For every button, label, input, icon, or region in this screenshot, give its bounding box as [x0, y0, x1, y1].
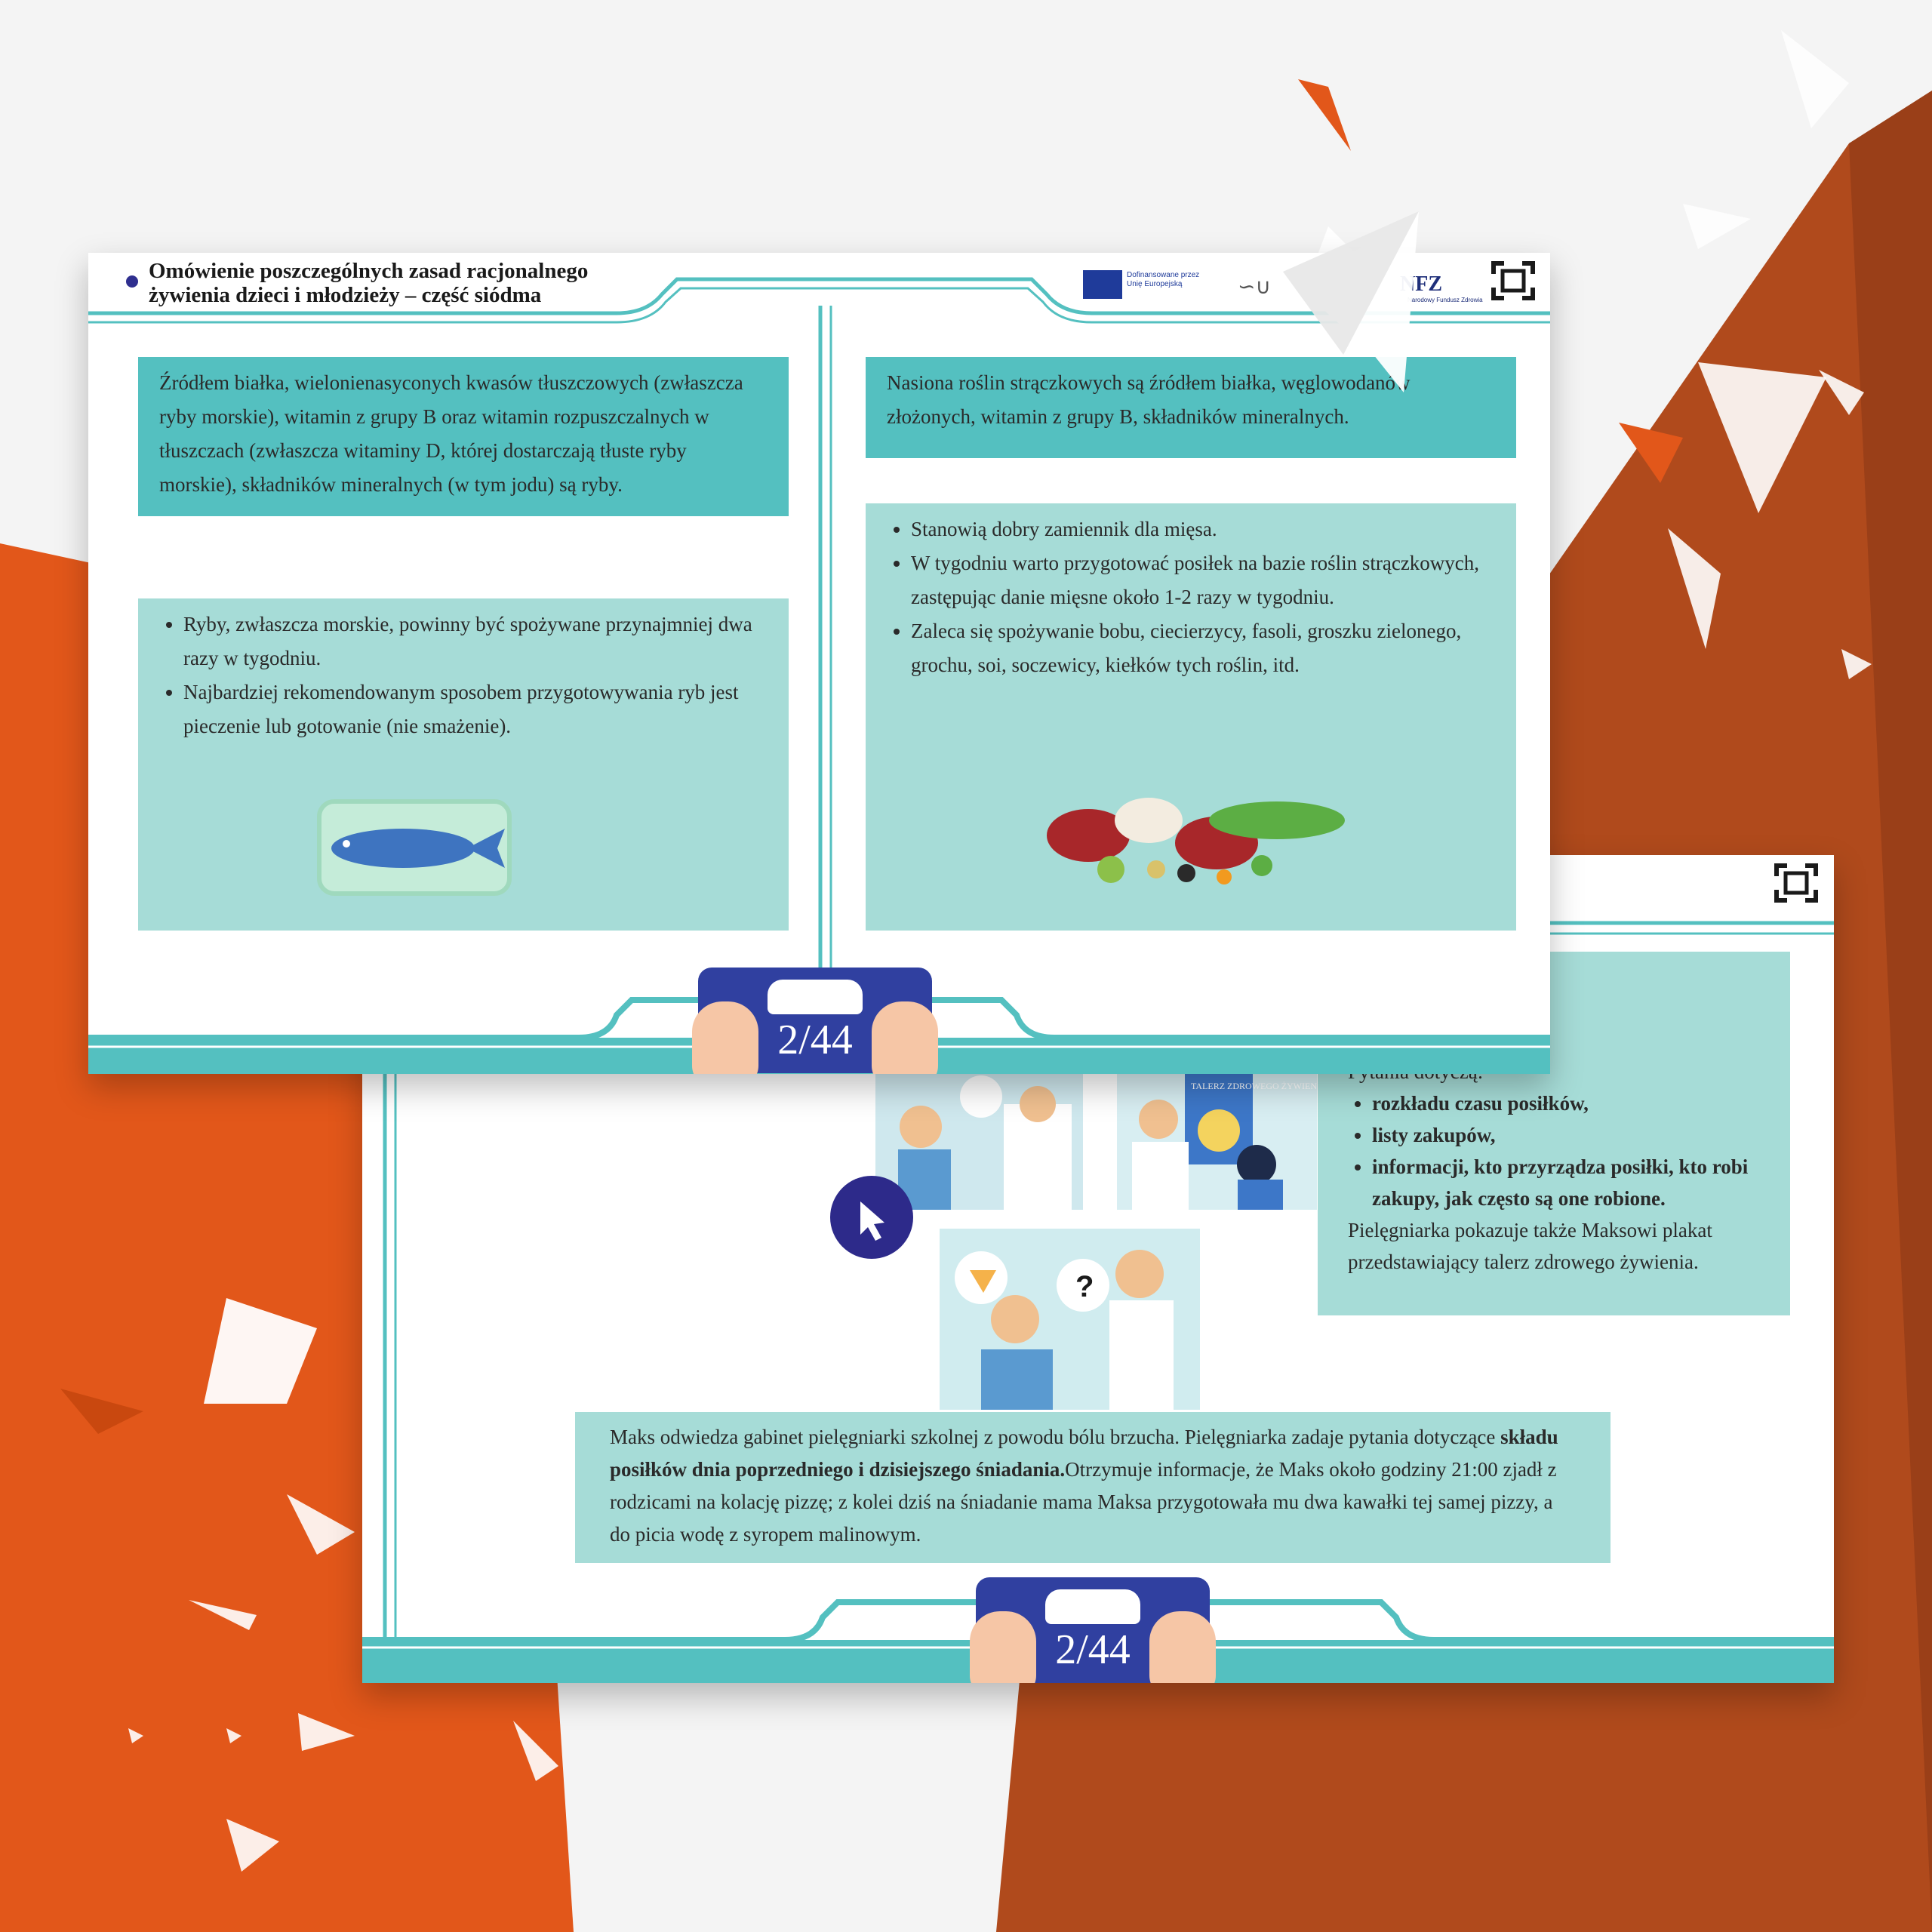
fullscreen-icon[interactable]	[1491, 260, 1536, 301]
foot-right	[1149, 1611, 1216, 1683]
title-bullet	[126, 275, 138, 288]
question-item: rozkładu czasu posiłków,	[1372, 1088, 1790, 1119]
page-title: Omówienie poszczególnych zasad racjonaln…	[149, 259, 588, 307]
page-number: 2/44	[777, 1017, 853, 1063]
fish-intro-box: Źródłem białka, wielonienasyconych kwasó…	[138, 357, 789, 516]
page-indicator: 2/44	[692, 968, 938, 1074]
legumes-intro-text: Nasiona roślin strączkowych są źródłem b…	[887, 371, 1411, 428]
legumes-bullet: W tygodniu warto przygotować posiłek na …	[911, 546, 1495, 614]
foot-right	[872, 1001, 938, 1074]
fish-details-box: Ryby, zwłaszcza morskie, powinny być spo…	[138, 598, 789, 931]
poster-note: Pielęgniarka pokazuje także Maksowi plak…	[1348, 1219, 1712, 1273]
eu-flag-icon	[1083, 270, 1122, 299]
question-mark: ?	[1075, 1270, 1094, 1303]
eu-caption: Dofinansowane przez Unię Europejską	[1127, 271, 1217, 289]
fish-illustration	[317, 799, 512, 896]
legumes-intro-box: Nasiona roślin strączkowych są źródłem b…	[866, 357, 1516, 458]
nurse-scene-illustration-1	[875, 1074, 1083, 1210]
story-box: Maks odwiedza gabinet pielęgniarki szkol…	[575, 1412, 1611, 1563]
story-text-bold: składu posiłków dnia poprzedniego i dzis…	[610, 1426, 1558, 1481]
fish-bullet: Najbardziej rekomendowanym sposobem przy…	[183, 675, 768, 743]
story-text-part1: Maks odwiedza gabinet pielęgniarki szkol…	[610, 1426, 1501, 1448]
story-text-part2: Otrzymuje informacje, że Maks około godz…	[610, 1458, 1557, 1546]
foot-left	[692, 1001, 758, 1074]
fish-intro-text: Źródłem białka, wielonienasyconych kwasó…	[159, 371, 743, 496]
page-title-line1: Omówienie poszczególnych zasad racjonaln…	[149, 259, 589, 283]
page-title-line2: żywienia dzieci i młodzieży – część siód…	[149, 283, 542, 307]
cursor-icon	[860, 1201, 884, 1241]
legumes-details-box: Stanowią dobry zamiennik dla mięsa. W ty…	[866, 503, 1516, 931]
scale-dial	[768, 980, 863, 1014]
legumes-bullet: Stanowią dobry zamiennik dla mięsa.	[911, 512, 1495, 546]
page-number: 2/44	[1055, 1626, 1131, 1673]
page-indicator: 2/44	[970, 1577, 1216, 1683]
nurse-boy-illustration: ?	[940, 1229, 1200, 1410]
nurse-scene-illustration-2: TALERZ ZDROWEGO ŻYWIENIA	[1117, 1074, 1317, 1210]
nfz-caption: Narodowy Fundusz Zdrowia	[1407, 297, 1483, 303]
eu-caption-line1: Dofinansowane przez	[1127, 271, 1200, 279]
legumes-bullet: Zaleca się spożywanie bobu, ciecierzycy,…	[911, 614, 1495, 682]
foot-left	[970, 1611, 1036, 1683]
slide-front: Omówienie poszczególnych zasad racjonaln…	[88, 253, 1550, 1074]
poster-label: TALERZ ZDROWEGO ŻYWIENIA	[1191, 1081, 1317, 1091]
question-item: listy zakupów,	[1372, 1119, 1790, 1151]
fullscreen-icon[interactable]	[1774, 863, 1819, 903]
click-hint-button[interactable]	[830, 1176, 913, 1259]
scale-dial	[1045, 1589, 1140, 1624]
nfz-logo: NFZ	[1400, 272, 1442, 296]
eu-caption-line2: Unię Europejską	[1127, 280, 1183, 288]
partner-logo-icon: ∽∪	[1238, 275, 1271, 298]
question-item: informacji, kto przyrządza posiłki, kto …	[1372, 1151, 1790, 1214]
sponsor-logos: Dofinansowane przez Unię Europejską ∽∪ N…	[1083, 266, 1506, 304]
fish-bullet: Ryby, zwłaszcza morskie, powinny być spo…	[183, 608, 768, 675]
legumes-illustration	[1047, 798, 1345, 884]
